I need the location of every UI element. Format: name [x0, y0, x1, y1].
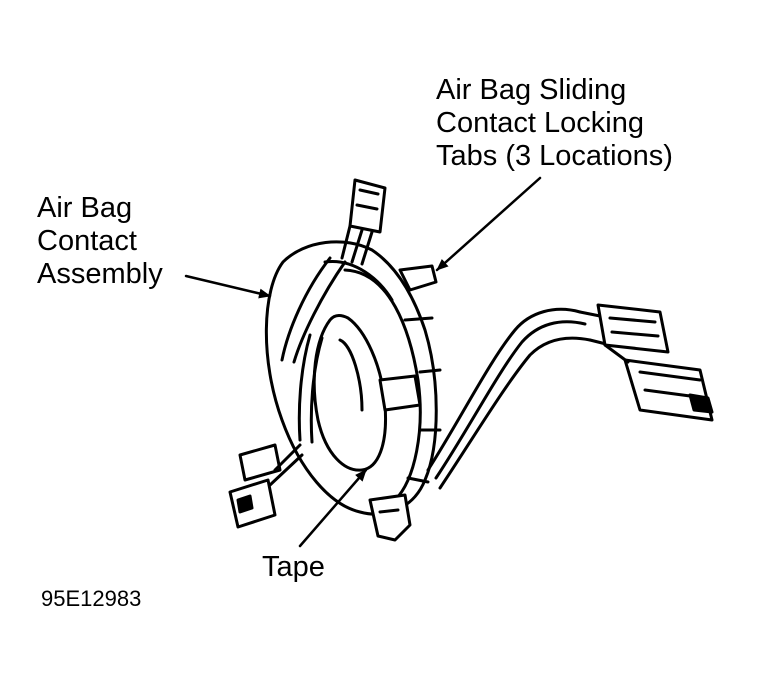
- contact-ring: [264, 240, 442, 516]
- bottom-clip: [368, 493, 412, 542]
- right-connectors: [596, 303, 714, 422]
- top-connector: [340, 178, 387, 266]
- left-connector: [228, 443, 304, 529]
- harness-wires: [426, 307, 612, 490]
- label-tape: Tape: [262, 551, 325, 583]
- arrow-to-locking-tabs: [435, 176, 542, 272]
- arrow-to-tape: [298, 468, 368, 548]
- figure-id: 95E12983: [41, 586, 142, 611]
- arrow-to-contact-assembly: [184, 274, 272, 299]
- flat-cable: [280, 256, 347, 444]
